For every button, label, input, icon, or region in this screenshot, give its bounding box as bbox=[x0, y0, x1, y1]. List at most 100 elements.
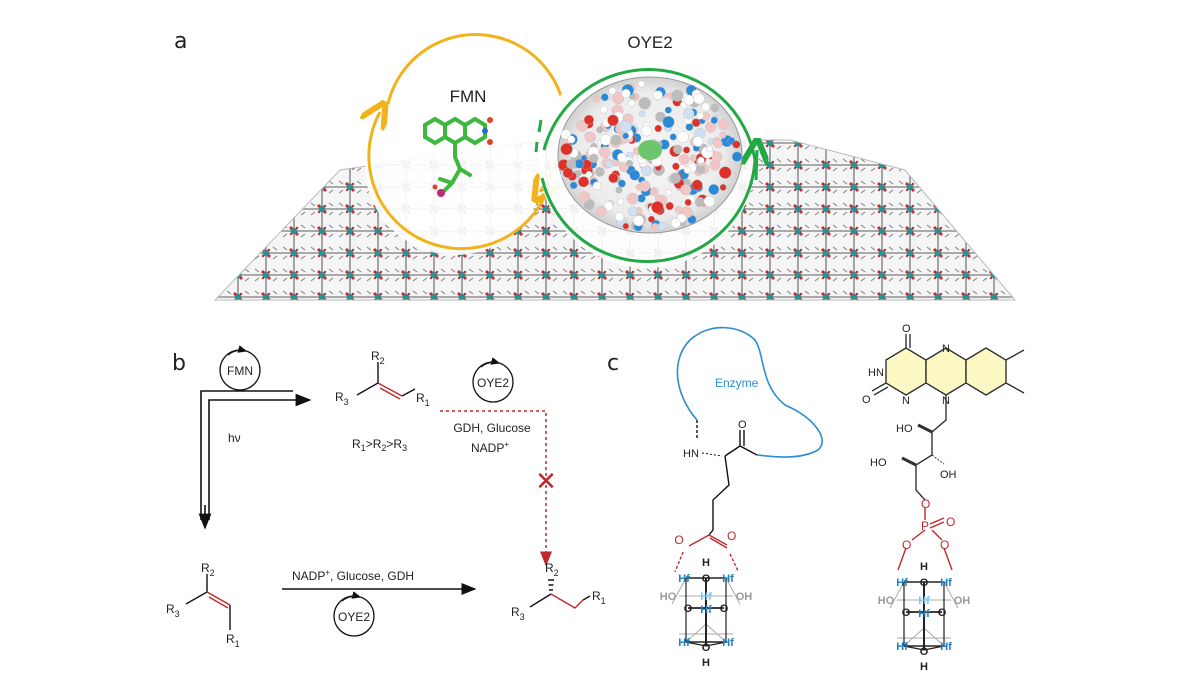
protein-atom bbox=[596, 205, 607, 217]
svg-text:R3: R3 bbox=[166, 602, 180, 619]
protein-atom bbox=[639, 180, 651, 192]
bond bbox=[685, 641, 707, 647]
protein-atom bbox=[622, 222, 629, 230]
photoisomerization-arrow bbox=[198, 390, 312, 530]
oxygen-atom: O bbox=[920, 577, 929, 589]
fmn-cycle-arrow bbox=[369, 112, 545, 251]
oxygen-atom: O bbox=[684, 603, 693, 615]
svg-text:O: O bbox=[862, 394, 871, 406]
svg-text:R2: R2 bbox=[545, 561, 559, 578]
reduced-product: R2 R3 R1 bbox=[511, 561, 606, 622]
protein-atom bbox=[673, 144, 683, 155]
protein-atom bbox=[651, 201, 664, 214]
oxygen-atom: O bbox=[702, 573, 711, 585]
protein-atom bbox=[713, 138, 723, 149]
protein-atom bbox=[694, 196, 705, 207]
protein-atom bbox=[665, 189, 673, 196]
protein-atom bbox=[628, 206, 638, 217]
bond bbox=[671, 577, 687, 605]
bond bbox=[725, 577, 741, 605]
protein-atom bbox=[684, 198, 692, 206]
fmn-catalyst-badge: FMN bbox=[219, 345, 261, 391]
oxygen-atom: O bbox=[920, 646, 929, 658]
svg-text:HN: HN bbox=[868, 367, 884, 379]
protein-atom bbox=[585, 170, 593, 178]
hf-atom-center: Hf bbox=[700, 604, 712, 616]
light-label: hν bbox=[228, 431, 241, 445]
bond bbox=[903, 645, 925, 651]
oye2-catalyst-badge-bottom: OYE2 bbox=[333, 591, 375, 637]
panel-b: b FMN hν R2 R3 R1 R1>R2>R3 bbox=[166, 345, 606, 649]
protein-atom bbox=[574, 158, 585, 169]
svg-text:R2: R2 bbox=[371, 349, 385, 366]
hf-atom: Hf bbox=[678, 637, 690, 649]
svg-text:R1: R1 bbox=[226, 632, 240, 649]
carboxylate-group bbox=[674, 534, 739, 573]
protein-atom bbox=[708, 184, 720, 195]
protein-atom bbox=[592, 181, 602, 191]
protein-atom bbox=[641, 125, 653, 137]
protein-atom bbox=[669, 172, 681, 184]
oye2-cycle-arc-top bbox=[542, 68, 757, 161]
alkene-e-isomer: R2 R3 R1 bbox=[335, 349, 430, 408]
protein-atom bbox=[599, 105, 608, 114]
protein-atom bbox=[679, 101, 687, 109]
glutamate-linker bbox=[696, 420, 758, 536]
bottom-conditions: NADP+, Glucose, GDH bbox=[292, 568, 414, 583]
protein-atom bbox=[600, 134, 612, 146]
protein-atom bbox=[612, 92, 624, 105]
protein-atom bbox=[617, 152, 627, 162]
svg-text:R1: R1 bbox=[592, 589, 606, 606]
protein-atom bbox=[671, 89, 684, 102]
protein-atom bbox=[610, 134, 622, 146]
svg-text:OH: OH bbox=[940, 469, 957, 481]
fmn-structure: O HN O N N N HO HO OH bbox=[862, 323, 1025, 501]
oxygen-atom: O bbox=[702, 642, 711, 654]
oxygen-atom: O bbox=[902, 607, 911, 619]
hydroxyl-right: OH bbox=[736, 591, 753, 603]
protein-atom bbox=[562, 167, 574, 179]
protein-atom bbox=[614, 212, 625, 222]
svg-text:R1: R1 bbox=[416, 391, 430, 408]
protein-atom bbox=[676, 130, 689, 143]
protein-atom bbox=[560, 143, 573, 156]
hydroxyl-left: HO bbox=[660, 591, 677, 603]
protein-atom bbox=[619, 120, 632, 133]
protein-atom bbox=[641, 165, 653, 177]
protein-atom bbox=[615, 186, 623, 194]
protein-atom bbox=[629, 169, 641, 181]
protein-atom bbox=[584, 131, 596, 143]
protein-atom bbox=[567, 135, 576, 144]
oxygen-atom: O bbox=[938, 607, 947, 619]
hf-atom: Hf bbox=[896, 577, 908, 589]
oye2-cycle: OYE2 bbox=[534, 33, 757, 268]
protein-atom bbox=[703, 195, 715, 208]
hydrogen-atom: H bbox=[702, 557, 710, 569]
svg-text:O: O bbox=[674, 533, 683, 547]
protein-atom bbox=[632, 215, 645, 227]
protein-atom bbox=[625, 159, 633, 167]
bond bbox=[903, 627, 925, 647]
protein-atom bbox=[578, 176, 590, 188]
hydrogen-atom: H bbox=[702, 657, 710, 669]
bond bbox=[923, 627, 945, 647]
protein-atom bbox=[608, 172, 619, 183]
hf-atom: Hf bbox=[722, 637, 734, 649]
protein-atom bbox=[654, 124, 662, 133]
svg-text:N: N bbox=[942, 343, 950, 355]
protein-atom bbox=[638, 97, 651, 110]
hf-atom: Hf bbox=[678, 573, 690, 585]
protein-atom bbox=[683, 108, 695, 120]
bond bbox=[923, 645, 945, 651]
hf-atom: Hf bbox=[940, 577, 952, 589]
fmn-molecule-model bbox=[423, 116, 487, 195]
svg-text:O: O bbox=[940, 538, 949, 552]
protein-atom bbox=[617, 198, 624, 206]
protein-atom bbox=[595, 167, 605, 177]
bond bbox=[943, 581, 959, 609]
blocked-reduction-path: ✕ bbox=[440, 410, 557, 567]
hf-atom: Hf bbox=[940, 641, 952, 653]
protein-atom bbox=[719, 131, 727, 139]
hf-atom: Hf bbox=[722, 573, 734, 585]
